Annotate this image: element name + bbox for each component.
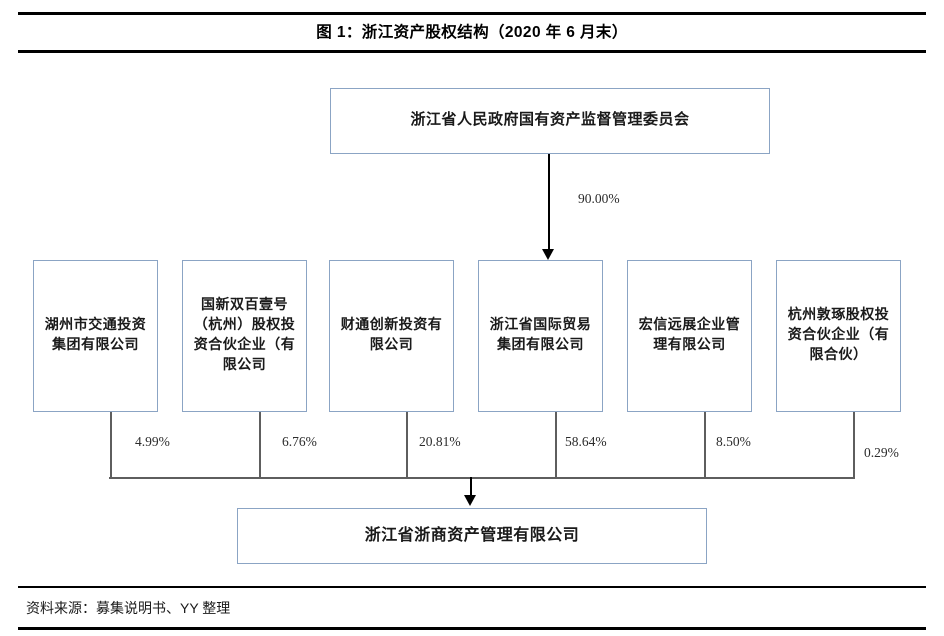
connector-shareholder-4-drop <box>555 412 557 478</box>
connector-controller-to-trade-group <box>548 154 551 251</box>
arrowhead-bus-to-subject-company <box>464 495 476 506</box>
pct-shareholder-3: 20.81% <box>419 434 461 449</box>
ownership-structure-diagram: 浙江省人民政府国有资产监督管理委员会 90.00% 湖州市交通投资集团有限公司 … <box>0 53 944 583</box>
connector-shareholder-6-drop <box>853 412 855 478</box>
node-label-shareholder-2: 国新双百壹号（杭州）股权投资合伙企业（有限公司 <box>193 298 296 373</box>
node-label-shareholder-6: 杭州敦琢股权投资合伙企业（有限合伙） <box>787 308 890 363</box>
node-label-shareholder-3: 财通创新投资有限公司 <box>340 318 443 353</box>
header-rule-bottom <box>18 50 926 53</box>
connector-bus-to-subject-company <box>470 477 473 499</box>
node-label-shareholder-1: 湖州市交通投资集团有限公司 <box>44 318 147 353</box>
node-shareholder-3: 财通创新投资有限公司 <box>329 260 454 412</box>
node-ultimate-controller: 浙江省人民政府国有资产监督管理委员会 <box>330 88 770 154</box>
node-label-shareholder-5: 宏信远展企业管理有限公司 <box>638 318 741 353</box>
node-label-shareholder-4: 浙江省国际贸易集团有限公司 <box>489 318 592 353</box>
header-rule-top <box>18 12 926 15</box>
node-label-subject-company: 浙江省浙商资产管理有限公司 <box>364 526 580 544</box>
connector-shareholder-5-drop <box>704 412 706 478</box>
connector-shareholder-3-drop <box>406 412 408 478</box>
pct-shareholder-4: 58.64% <box>565 434 607 449</box>
connector-shareholder-2-drop <box>259 412 261 478</box>
footer-rule-bottom <box>18 627 926 630</box>
node-shareholder-6: 杭州敦琢股权投资合伙企业（有限合伙） <box>776 260 901 412</box>
pct-shareholder-1: 4.99% <box>135 434 170 449</box>
node-label-ultimate-controller: 浙江省人民政府国有资产监督管理委员会 <box>410 112 690 129</box>
source-note: 资料来源：募集说明书、YY 整理 <box>26 600 231 616</box>
pct-shareholder-5: 8.50% <box>716 434 751 449</box>
node-subject-company: 浙江省浙商资产管理有限公司 <box>237 508 707 564</box>
pct-shareholder-2: 6.76% <box>282 434 317 449</box>
connector-shareholder-bus <box>109 477 855 479</box>
pct-controller-to-trade-group: 90.00% <box>578 191 620 206</box>
node-shareholder-1: 湖州市交通投资集团有限公司 <box>33 260 158 412</box>
arrowhead-controller-to-trade-group <box>542 249 554 260</box>
footer-rule-top <box>18 586 926 588</box>
node-shareholder-4: 浙江省国际贸易集团有限公司 <box>478 260 603 412</box>
figure-title: 图 1：浙江资产股权结构（2020 年 6 月末） <box>316 24 628 41</box>
node-shareholder-5: 宏信远展企业管理有限公司 <box>627 260 752 412</box>
connector-shareholder-1-drop <box>110 412 112 478</box>
node-shareholder-2: 国新双百壹号（杭州）股权投资合伙企业（有限公司 <box>182 260 307 412</box>
pct-shareholder-6: 0.29% <box>864 445 899 460</box>
